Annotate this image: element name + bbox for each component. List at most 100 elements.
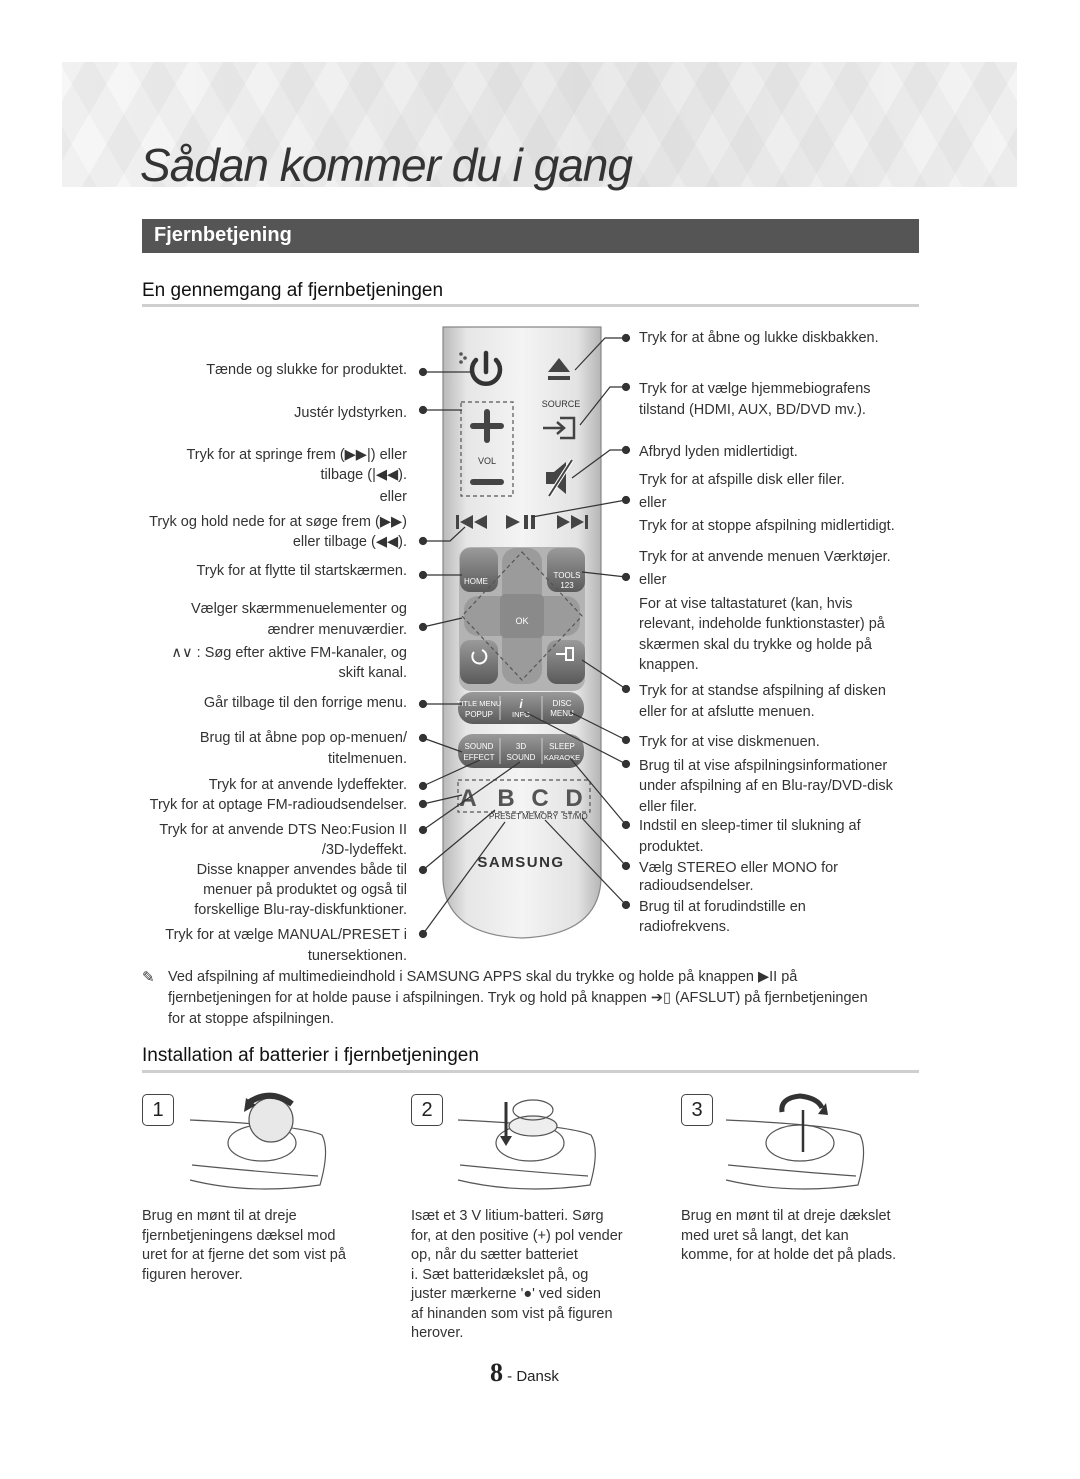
info-icon: i xyxy=(519,697,523,711)
label-play: Tryk for at afspille disk eller filer. xyxy=(639,472,845,488)
left-callouts xyxy=(418,367,521,939)
b-button: B xyxy=(497,785,514,812)
step-2-illustration xyxy=(457,1099,596,1190)
label-skip-2: tilbage (|◀◀). xyxy=(320,467,407,483)
note-line-2: fjernbetjeningen for at holde pause i af… xyxy=(168,990,868,1006)
step-3-line-3: komme, for at holde det på plads. xyxy=(681,1247,897,1263)
label-stmo: Vælg STEREO eller MONO for xyxy=(639,860,839,876)
vol-label: VOL xyxy=(478,456,496,466)
step-2-line-1: Isæt et 3 V litium-batteri. Sørg xyxy=(411,1208,604,1224)
tools-sub-label: 123 xyxy=(560,581,574,590)
label-search: Tryk og hold nede for at søge frem (▶▶) xyxy=(149,514,407,530)
exit-icon xyxy=(556,647,574,661)
section-title: Fjernbetjening xyxy=(154,224,292,246)
step-2-number: 2 xyxy=(411,1094,443,1126)
label-numpad-4: knappen. xyxy=(639,657,699,673)
ok-label: OK xyxy=(515,616,528,626)
volume-group xyxy=(460,401,514,497)
menu-label: MENU xyxy=(550,709,574,718)
label-home: Tryk for at flytte til startskærmen. xyxy=(196,563,407,579)
label-numpad-2: relevant, indeholde funktionstaster) på xyxy=(639,616,885,632)
nav-diamond xyxy=(461,551,583,681)
label-info-2: under afspilning af en Blu-ray/DVD-disk xyxy=(639,778,893,794)
step-2-line-5: juster mærkerne '●' ved siden xyxy=(411,1286,601,1302)
sound-row xyxy=(458,734,584,768)
label-preset: Tryk for at vælge MANUAL/PRESET i xyxy=(165,927,407,943)
heading-rule xyxy=(142,304,919,307)
label-dts-2: /3D-lydeffekt. xyxy=(321,842,407,858)
label-abcd-3: forskellige Blu-ray-diskfunktioner. xyxy=(194,902,407,918)
step-1-line-3: uret for at fjerne det som vist på xyxy=(142,1247,346,1263)
home-label: HOME xyxy=(464,577,488,586)
step-2-line-6: af hinanden som vist på figuren xyxy=(411,1305,613,1322)
label-sleep: Indstil en sleep-timer til slukning af xyxy=(639,818,861,834)
label-skip: Tryk for at springe frem (▶▶|) eller xyxy=(186,447,407,463)
return-icon xyxy=(471,649,488,665)
d-button: D xyxy=(565,785,582,812)
label-source-2: tilstand (HDMI, AUX, BD/DVD mv.). xyxy=(639,402,866,418)
label-fm-search: ∧∨ : Søg efter aktive FM-kanaler, og xyxy=(171,645,407,661)
label-pause: Tryk for at stoppe afspilning midlertidi… xyxy=(639,518,895,534)
step-3-number: 3 xyxy=(681,1094,713,1126)
tools-button xyxy=(547,548,585,592)
power-icon xyxy=(469,350,503,387)
label-info: Brug til at vise afspilningsinformatione… xyxy=(639,758,888,774)
title-menu-label: TITLE MENU xyxy=(457,699,502,708)
step-2-line-3: op, når du sætter batteriet xyxy=(411,1247,578,1263)
play-pause-icon xyxy=(506,515,535,529)
step-1-illustration xyxy=(189,1092,327,1190)
label-eject: Tryk for at åbne og lukke diskbakken. xyxy=(639,330,879,346)
header-banner xyxy=(62,62,1017,187)
disc-label: DISC xyxy=(552,699,571,708)
step-2-line-4: i. Sæt batteridækslet på, og xyxy=(411,1266,589,1283)
step-3-illustration xyxy=(725,1093,865,1190)
label-dts: Tryk for at anvende DTS Neo:Fusion II xyxy=(159,822,407,838)
language-label: - Dansk xyxy=(507,1368,559,1385)
home-button xyxy=(460,548,498,592)
step-3-text: Brug en mønt til at dreje dækslet med ur… xyxy=(681,1207,941,1266)
label-abcd-2: menuer på produktet og også til xyxy=(203,882,407,898)
exit-button xyxy=(547,640,585,684)
preset-label: PRESET xyxy=(489,812,521,821)
sound2-label: SOUND xyxy=(507,753,536,762)
label-search-2: eller tilbage (◀◀). xyxy=(292,534,407,550)
label-disc-menu: Tryk for at vise diskmenuen. xyxy=(639,734,820,750)
samsung-logo: SAMSUNG xyxy=(477,854,564,871)
label-volume: Justér lydstyrken. xyxy=(294,405,407,421)
effect-label: EFFECT xyxy=(463,753,494,762)
label-memory-2: radiofrekvens. xyxy=(639,919,731,935)
page-footer: 8 - Dansk xyxy=(490,1358,559,1388)
label-exit-2: eller for at afslutte menuen. xyxy=(639,704,815,720)
info-row xyxy=(458,692,584,724)
volume-up-icon xyxy=(470,409,504,443)
label-sleep-2: produktet. xyxy=(639,839,704,855)
label-popup-2: titelmenuen. xyxy=(328,751,407,767)
next-icon xyxy=(557,515,588,529)
karaoke-label: KARAOKE xyxy=(544,753,580,762)
right-callouts xyxy=(524,333,631,910)
note-line-3: for at stoppe afspilningen. xyxy=(168,1011,335,1027)
label-stmo-2: radioudsendelser. xyxy=(639,878,754,894)
eject-icon xyxy=(548,358,570,380)
page-number: 8 xyxy=(490,1358,503,1387)
ok-button xyxy=(500,594,544,638)
return-button xyxy=(460,640,498,684)
info-label: INFO xyxy=(512,710,530,719)
page-title: Sådan kommer du i gang xyxy=(140,139,633,191)
label-fm-record: Tryk for at optage FM-radioudsendelser. xyxy=(149,797,407,813)
step-1-number: 1 xyxy=(142,1094,174,1126)
label-power: Tænde og slukke for produktet. xyxy=(206,362,407,378)
c-button: C xyxy=(531,785,548,812)
tools-label: TOOLS xyxy=(554,571,581,580)
pencil-icon: ✎ xyxy=(142,969,155,986)
label-abcd: Disse knapper anvendes både til xyxy=(196,862,407,878)
label-select: Vælger skærmmenuelementer og xyxy=(191,601,407,617)
batteries-heading: Installation af batterier i fjernbetjeni… xyxy=(142,1045,479,1066)
label-return: Går tilbage til den forrige menu. xyxy=(203,695,407,711)
overview-heading: En gennemgang af fjernbetjeningen xyxy=(142,280,444,301)
label-preset-2: tunersektionen. xyxy=(307,948,407,964)
memory-label: MEMORY xyxy=(522,812,559,821)
label-sound-effect: Tryk for at anvende lydeffekter. xyxy=(208,777,407,793)
source-label: SOURCE xyxy=(542,399,581,409)
